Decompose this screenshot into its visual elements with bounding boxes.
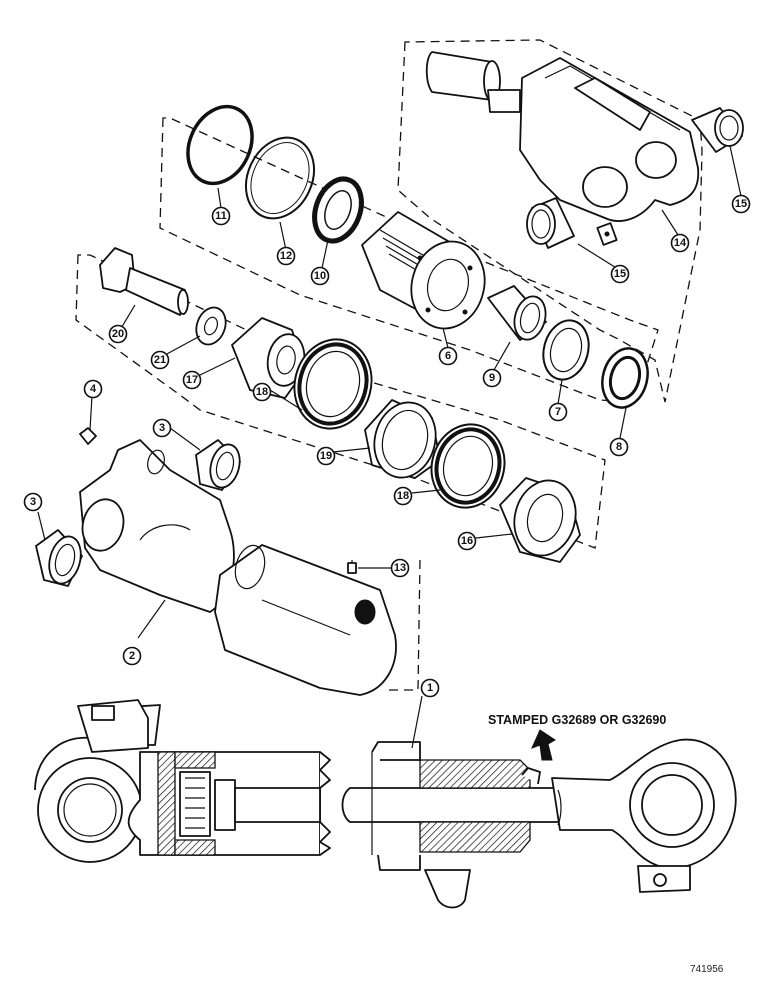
- callout-9: 9: [482, 368, 502, 388]
- rod-clevis-part: [519, 57, 700, 246]
- callout-6: 6: [438, 346, 458, 366]
- svg-text:19: 19: [320, 450, 332, 462]
- backup-ring-part: [244, 136, 316, 220]
- stamp-label: STAMPED G32689 OR G32690: [488, 713, 666, 727]
- callout-11: 11: [211, 206, 231, 226]
- callout-15-top: 15: [731, 194, 751, 214]
- svg-text:11: 11: [215, 210, 227, 222]
- backup-ring-part: [542, 319, 590, 381]
- gland-part: [361, 211, 486, 330]
- assembled-cylinder-section: [34, 699, 737, 909]
- piston-rod-part: [425, 51, 521, 113]
- svg-text:2: 2: [129, 650, 135, 662]
- callout-4: 4: [83, 379, 103, 399]
- callout-10: 10: [310, 266, 330, 286]
- rod-bushing-part: [487, 285, 547, 341]
- piston-seal-part: [293, 338, 373, 430]
- callout-18-left: 18: [252, 382, 272, 402]
- callout-19: 19: [316, 446, 336, 466]
- svg-text:4: 4: [90, 383, 97, 395]
- svg-text:14: 14: [674, 237, 687, 249]
- callout-16: 16: [457, 531, 477, 551]
- callout-20: 20: [108, 324, 128, 344]
- svg-text:15: 15: [614, 268, 626, 280]
- leader-lines: [37, 145, 742, 749]
- bushing-part: [691, 107, 744, 153]
- callout-14: 14: [670, 233, 690, 253]
- rod-seal-part: [601, 347, 649, 409]
- bushing-part: [526, 197, 575, 249]
- drawing-number: 741956: [690, 964, 724, 975]
- grease-fitting-part: [79, 427, 97, 445]
- cylinder-barrel-part: [79, 439, 397, 696]
- callout-1: 1: [420, 678, 440, 698]
- piston-seal-part: [430, 423, 506, 509]
- svg-text:20: 20: [112, 328, 124, 340]
- wiper-seal-part: [312, 176, 364, 244]
- callout-17: 17: [182, 370, 202, 390]
- svg-text:1: 1: [427, 682, 433, 694]
- callout-2: 2: [122, 646, 142, 666]
- bushing-part: [195, 439, 241, 491]
- callout-18-right: 18: [393, 486, 413, 506]
- dashed-group-tube: [385, 559, 421, 691]
- bolt-part: [99, 247, 189, 316]
- snap-ring-part: [186, 104, 254, 186]
- callout-7: 7: [548, 402, 568, 422]
- svg-text:18: 18: [256, 386, 268, 398]
- callout-21: 21: [150, 350, 170, 370]
- callout-13: 13: [390, 558, 410, 578]
- callout-3-upper: 3: [152, 418, 172, 438]
- svg-text:13: 13: [394, 562, 406, 574]
- svg-text:6: 6: [445, 350, 451, 362]
- svg-text:8: 8: [616, 441, 622, 453]
- wear-ring-part: [364, 399, 441, 479]
- callout-12: 12: [276, 246, 296, 266]
- svg-text:12: 12: [280, 250, 292, 262]
- svg-text:7: 7: [555, 406, 561, 418]
- svg-text:15: 15: [735, 198, 747, 210]
- callout-3-lower: 3: [23, 492, 43, 512]
- svg-text:16: 16: [461, 535, 473, 547]
- svg-text:3: 3: [30, 496, 36, 508]
- svg-text:10: 10: [314, 270, 326, 282]
- svg-text:21: 21: [154, 354, 166, 366]
- svg-text:9: 9: [489, 372, 495, 384]
- svg-text:17: 17: [186, 374, 198, 386]
- svg-text:18: 18: [397, 490, 409, 502]
- piston-nut-part: [499, 477, 581, 563]
- callout-8: 8: [609, 437, 629, 457]
- bushing-part: [35, 529, 83, 587]
- washer-part: [195, 306, 227, 346]
- callout-15-lower: 15: [610, 264, 630, 284]
- svg-text:3: 3: [159, 422, 165, 434]
- dashed-group-rod-end: [397, 39, 703, 403]
- pipe-plug-part: [347, 560, 357, 574]
